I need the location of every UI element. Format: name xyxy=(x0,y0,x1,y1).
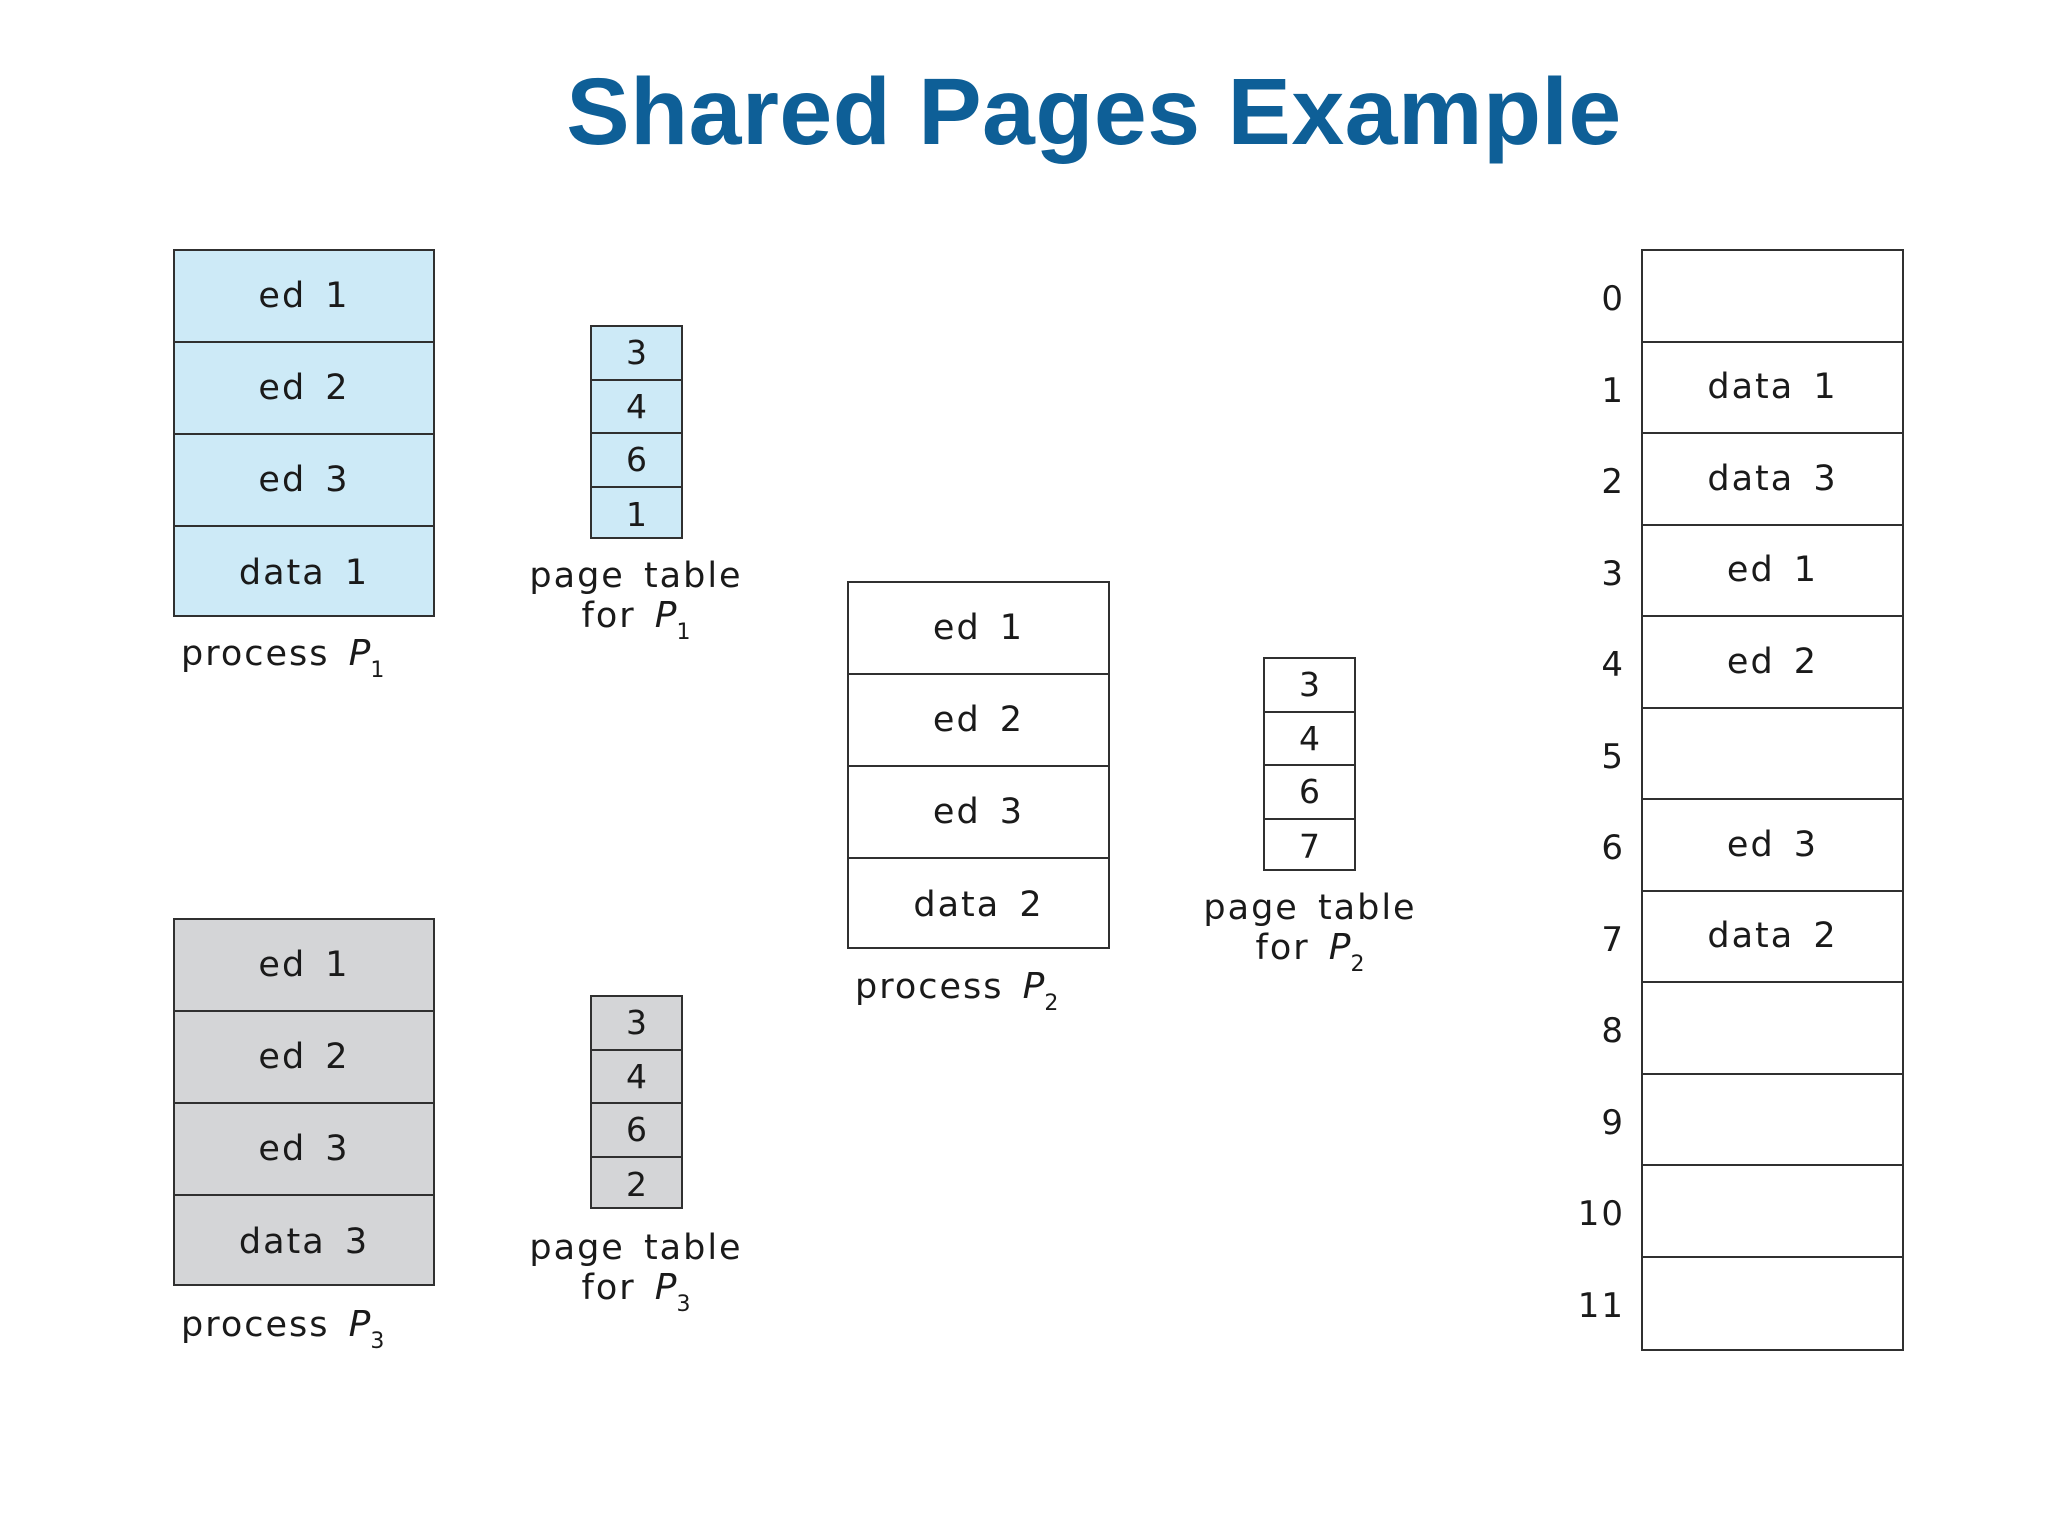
page-table-entry: 6 xyxy=(592,434,681,488)
label-line: for P2 xyxy=(1180,928,1440,985)
memory-frame: data 2 xyxy=(1643,892,1902,983)
process-subscript: 2 xyxy=(1044,991,1059,1016)
process-page: data 3 xyxy=(238,1222,370,1262)
process-page: ed 1 xyxy=(849,583,1108,675)
label-line: page table xyxy=(529,556,743,596)
page-table-p1: 3 4 6 1 xyxy=(590,325,683,539)
frame-number: 2 xyxy=(1601,462,1625,502)
page-table-entry: 4 xyxy=(592,381,681,434)
physical-memory: data 1 data 3 ed 1 ed 2 ed 3 data 2 xyxy=(1641,249,1904,1351)
memory-frame xyxy=(1643,709,1902,800)
process-name: P xyxy=(1328,927,1351,968)
label-text: process xyxy=(181,1305,330,1345)
page-table-entry: 1 xyxy=(626,494,647,534)
process-p2-pages: ed 1 ed 2 ed 3 data 2 xyxy=(847,581,1110,949)
process-subscript: 1 xyxy=(676,620,691,645)
page-table-entry: 6 xyxy=(1265,766,1354,820)
process-subscript: 2 xyxy=(1350,952,1365,977)
frame-number: 11 xyxy=(1577,1286,1625,1326)
memory-frame xyxy=(1643,983,1902,1075)
memory-frame: data 3 xyxy=(1643,434,1902,526)
page-table-entry: 3 xyxy=(1265,659,1354,713)
label-text: process xyxy=(855,967,1004,1007)
frame-number: 5 xyxy=(1601,737,1625,777)
process-page: ed 3 xyxy=(849,767,1108,859)
process-name: P xyxy=(654,595,677,636)
process-page: ed 2 xyxy=(175,343,433,435)
frame-number: 4 xyxy=(1601,645,1625,685)
label-line: for P1 xyxy=(506,596,766,653)
frame-number: 1 xyxy=(1601,371,1625,411)
page-table-p2: 3 4 6 7 xyxy=(1263,657,1356,871)
memory-frame xyxy=(1643,1166,1902,1258)
label-text: for xyxy=(581,1268,636,1308)
slide-title: Shared Pages Example xyxy=(566,59,1622,165)
page-table-p3-label: page table for P3 xyxy=(506,1228,766,1325)
process-page: data 2 xyxy=(913,885,1044,925)
process-subscript: 3 xyxy=(370,1329,385,1354)
memory-frame: ed 3 xyxy=(1643,800,1902,892)
process-name: P xyxy=(348,1304,371,1345)
page-table-p3: 3 4 6 2 xyxy=(590,995,683,1209)
label-text: for xyxy=(581,596,636,636)
frame-number: 9 xyxy=(1601,1103,1625,1143)
memory-frame: ed 1 xyxy=(1643,526,1902,617)
process-p3-pages: ed 1 ed 2 ed 3 data 3 xyxy=(173,918,435,1286)
process-page: data 1 xyxy=(238,553,370,593)
memory-frame: data 1 xyxy=(1643,343,1902,434)
process-page: ed 3 xyxy=(175,435,433,527)
page-table-entry: 7 xyxy=(1299,826,1320,866)
process-page: ed 1 xyxy=(175,920,433,1012)
process-p1-label: process P1 xyxy=(181,634,384,691)
process-subscript: 1 xyxy=(370,658,385,683)
memory-frame xyxy=(1643,1258,1902,1350)
page-table-p2-label: page table for P2 xyxy=(1180,888,1440,985)
label-line: page table xyxy=(529,1228,743,1268)
memory-frame xyxy=(1643,1075,1902,1166)
label-text: process xyxy=(181,634,330,674)
label-text: for xyxy=(1255,928,1310,968)
page-table-entry: 2 xyxy=(626,1164,647,1204)
frame-number: 7 xyxy=(1601,920,1625,960)
page-table-entry: 3 xyxy=(592,327,681,381)
process-page: ed 2 xyxy=(849,675,1108,767)
process-page: ed 1 xyxy=(175,251,433,343)
process-subscript: 3 xyxy=(676,1292,691,1317)
page-table-p1-label: page table for P1 xyxy=(506,556,766,653)
process-p3-label: process P3 xyxy=(181,1305,384,1362)
page-table-entry: 4 xyxy=(1265,713,1354,766)
process-name: P xyxy=(1022,966,1045,1007)
process-p1-pages: ed 1 ed 2 ed 3 data 1 xyxy=(173,249,435,617)
process-page: ed 2 xyxy=(175,1012,433,1104)
frame-number: 3 xyxy=(1601,554,1625,594)
page-table-entry: 4 xyxy=(592,1051,681,1104)
process-page: ed 3 xyxy=(175,1104,433,1196)
frame-number: 0 xyxy=(1601,279,1625,319)
label-line: page table xyxy=(1203,888,1417,928)
memory-frame: ed 2 xyxy=(1643,617,1902,709)
process-p2-label: process P2 xyxy=(855,967,1058,1024)
process-name: P xyxy=(654,1267,677,1308)
label-line: for P3 xyxy=(506,1268,766,1325)
page-table-entry: 6 xyxy=(592,1104,681,1158)
frame-number: 10 xyxy=(1577,1194,1625,1234)
page-table-entry: 3 xyxy=(592,997,681,1051)
memory-frame xyxy=(1643,251,1902,343)
frame-number: 8 xyxy=(1601,1011,1625,1051)
frame-number: 6 xyxy=(1601,828,1625,868)
process-name: P xyxy=(348,633,371,674)
